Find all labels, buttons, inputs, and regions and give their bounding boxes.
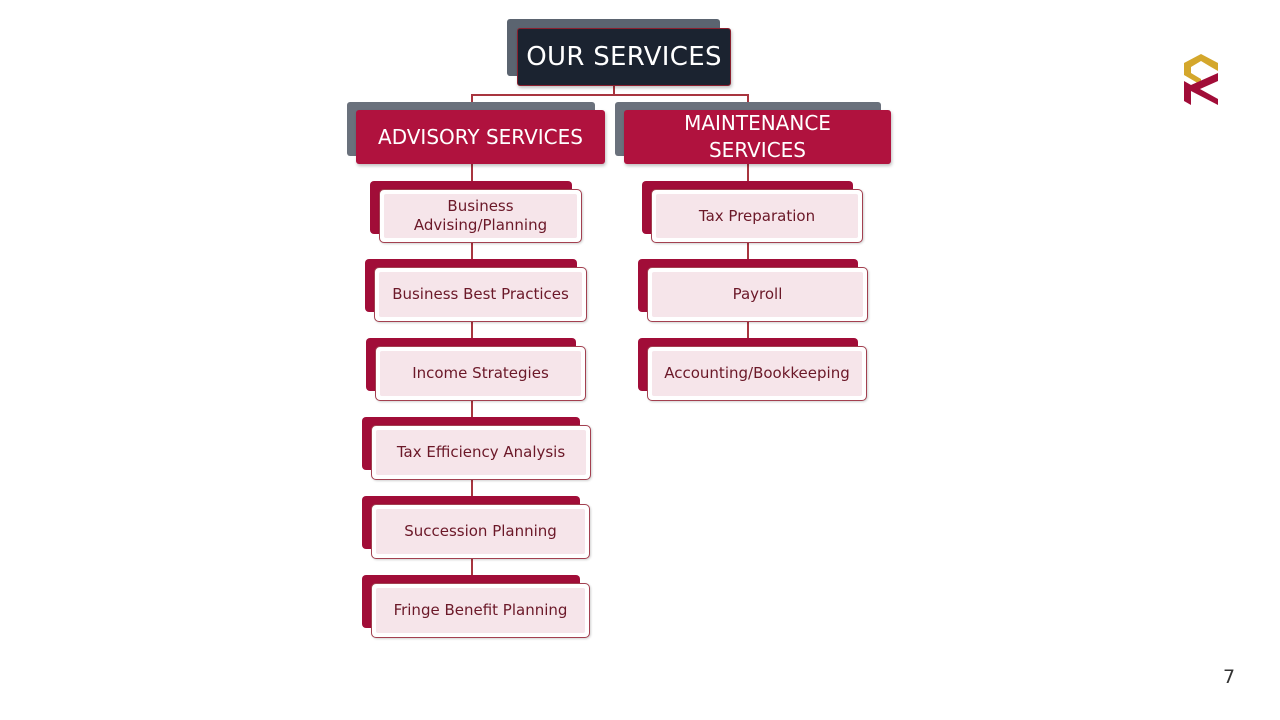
connector-root-stem <box>613 84 615 96</box>
item-label: Business Best Practices <box>392 285 569 303</box>
item-label: Business Advising/Planning <box>413 197 548 234</box>
maintenance-header-label: MAINTENANCE SERVICES <box>684 111 831 162</box>
item-box: Tax Preparation <box>651 189 863 243</box>
item-box: Business Best Practices <box>374 267 587 322</box>
item-box: Succession Planning <box>371 504 590 559</box>
logo-icon <box>1184 54 1218 105</box>
page-number: 7 <box>1222 666 1236 688</box>
item-label: Tax Preparation <box>698 206 816 225</box>
item-label: Fringe Benefit Planning <box>393 601 568 619</box>
item-label: Succession Planning <box>404 522 557 540</box>
item-label: Tax Efficiency Analysis <box>396 443 566 461</box>
item-box: Fringe Benefit Planning <box>371 583 590 638</box>
root-label: OUR SERVICES <box>526 42 722 72</box>
connector-maintenance-column <box>747 162 749 348</box>
advisory-header: ADVISORY SERVICES <box>356 110 605 164</box>
advisory-header-label: ADVISORY SERVICES <box>378 124 583 149</box>
root-box: OUR SERVICES <box>517 28 731 86</box>
item-box: Accounting/Bookkeeping <box>647 346 867 401</box>
company-logo <box>1180 52 1222 106</box>
item-box: Payroll <box>647 267 868 322</box>
item-box: Business Advising/Planning <box>379 189 582 243</box>
connector-horizontal <box>471 94 749 96</box>
item-box: Income Strategies <box>375 346 586 401</box>
item-label: Accounting/Bookkeeping <box>664 364 850 382</box>
item-label: Income Strategies <box>412 364 549 382</box>
item-label: Payroll <box>732 285 783 303</box>
maintenance-header: MAINTENANCE SERVICES <box>624 110 891 164</box>
item-box: Tax Efficiency Analysis <box>371 425 591 480</box>
